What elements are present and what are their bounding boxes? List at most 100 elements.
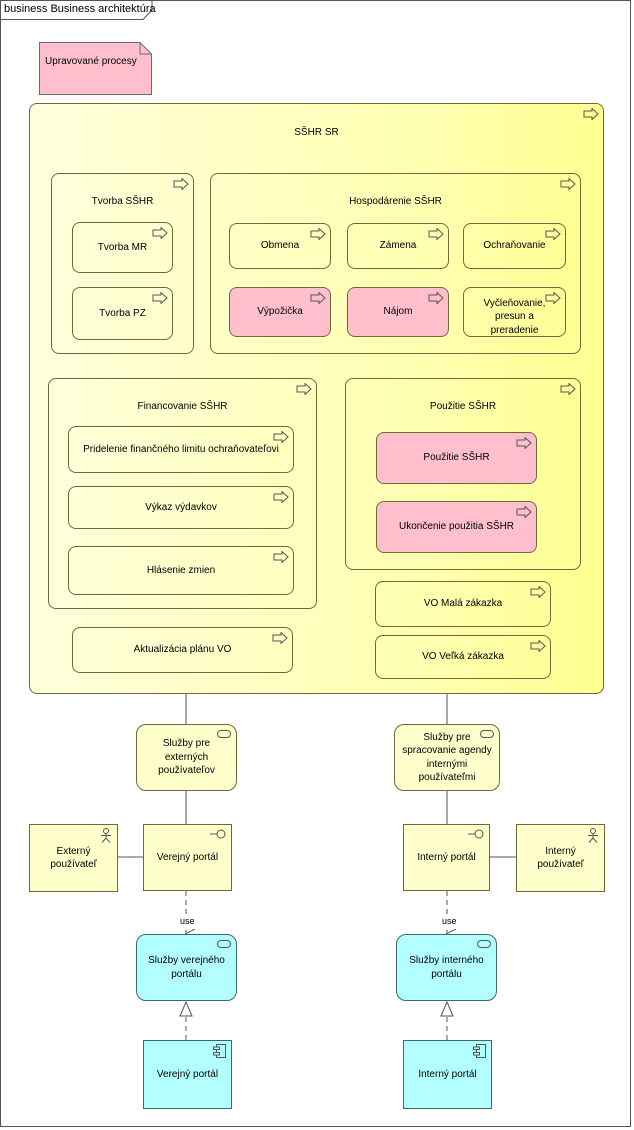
process-icon — [152, 227, 168, 239]
group-pouzitie-sshr[interactable]: Použitie SŠHR — [345, 378, 581, 570]
interface-icon — [468, 829, 484, 839]
process-obmena-label: Obmena — [260, 240, 300, 252]
process-pouzitie-label: Použitie SŠHR — [423, 452, 490, 464]
process-icon — [516, 506, 532, 518]
process-hlasenie-label: Hlásenie zmien — [146, 564, 216, 576]
process-aktualizacia-label: Aktualizácia plánu VO — [133, 644, 232, 656]
service-sluzby-externych[interactable]: Služby pre externých používateľov — [136, 724, 237, 791]
use-label-right: use — [442, 916, 457, 926]
component-icon — [473, 1044, 486, 1058]
component-icon — [213, 1044, 226, 1058]
process-ochranovanie[interactable]: Ochraňovanie — [463, 223, 566, 269]
use-label-left: use — [180, 916, 195, 926]
group-financovanie-title: Financovanie SŠHR — [137, 401, 228, 412]
interface-interny-portal[interactable]: Interný portál — [403, 824, 490, 891]
process-vyclenovanie-label: Vyčleňovanie, presun a preradenie — [483, 297, 546, 336]
process-vo-mala-zakazka[interactable]: VO Malá zákazka — [375, 581, 551, 627]
diagram-tab-label: business Business architektúra — [4, 3, 156, 15]
process-icon — [310, 228, 326, 240]
service-sluzby-internych-label: Služby pre spracovanie agendy internými … — [402, 731, 492, 784]
component-verejny-label: Verejný portál — [156, 1068, 219, 1080]
process-icon — [273, 551, 289, 563]
process-icon — [428, 292, 444, 304]
process-ochranovanie-label: Ochraňovanie — [483, 240, 546, 252]
process-pridelenie-label: Pridelenie finančného limitu ochraňovate… — [83, 443, 279, 455]
process-vykaz-vydavkov[interactable]: Výkaz výdavkov — [68, 486, 294, 529]
process-najom-label: Nájom — [383, 306, 413, 318]
service-interneho-label: Služby interného portálu — [409, 955, 484, 980]
process-vykaz-label: Výkaz výdavkov — [145, 501, 217, 513]
component-verejny-portal[interactable]: Verejný portál — [143, 1040, 232, 1109]
process-icon — [296, 383, 312, 395]
process-icon — [530, 640, 546, 652]
actor-interny-label: Interný používateľ — [537, 845, 584, 871]
service-sluzby-externych-label: Služby pre externých používateľov — [158, 738, 215, 777]
service-verejneho-label: Služby verejného portálu — [148, 955, 225, 980]
actor-externy-label: Externý používateľ — [50, 845, 97, 871]
process-icon — [560, 178, 576, 190]
actor-externy-pouzivatel[interactable]: Externý používateľ — [29, 824, 118, 892]
process-najom[interactable]: Nájom — [347, 287, 449, 337]
process-icon — [152, 292, 168, 304]
service-icon — [217, 940, 231, 948]
interface-verejny-label: Verejný portál — [156, 851, 219, 863]
process-icon — [545, 292, 561, 304]
process-icon — [272, 632, 288, 644]
process-icon — [516, 437, 532, 449]
process-icon — [560, 383, 576, 395]
process-vycleňovanie[interactable]: Vyčleňovanie, presun a preradenie — [463, 287, 566, 337]
group-financovanie-sshr[interactable]: Financovanie SŠHR — [48, 378, 317, 609]
actor-interny-pouzivatel[interactable]: Interný používateľ — [516, 824, 605, 892]
service-sluzby-internych[interactable]: Služby pre spracovanie agendy internými … — [394, 724, 500, 791]
process-icon — [173, 178, 189, 190]
interface-interny-label: Interný portál — [417, 851, 476, 863]
component-interny-portal[interactable]: Interný portál — [403, 1040, 492, 1109]
process-icon — [545, 228, 561, 240]
process-tvorba-pz[interactable]: Tvorba PZ — [72, 287, 173, 340]
process-zamena[interactable]: Zámena — [347, 223, 449, 269]
interface-icon — [210, 829, 226, 839]
service-icon — [480, 730, 494, 738]
note-text: Upravované procesy — [45, 56, 137, 67]
process-vypozicka-label: Výpožička — [257, 306, 303, 318]
process-icon — [273, 491, 289, 503]
group-tvorba-sshr[interactable]: Tvorba SŠHR — [51, 173, 194, 354]
process-aktualizacia-planu-vo[interactable]: Aktualizácia plánu VO — [72, 627, 293, 673]
process-vo-velka-zakazka[interactable]: VO Veľká zákazka — [375, 635, 551, 679]
actor-icon — [588, 828, 598, 843]
process-hlasenie-zmien[interactable]: Hlásenie zmien — [68, 546, 294, 595]
group-tvorba-title: Tvorba SŠHR — [91, 196, 154, 207]
group-sshr-sr-title: SŠHR SR — [294, 127, 339, 138]
process-ukoncenie-label: Ukončenie použitia SŠHR — [398, 521, 515, 533]
note-shape — [39, 42, 152, 95]
service-sluzby-verejneho-portalu[interactable]: Služby verejného portálu — [136, 934, 237, 1001]
service-icon — [477, 940, 491, 948]
process-pouzitie[interactable]: Použitie SŠHR — [376, 432, 537, 484]
interface-verejny-portal[interactable]: Verejný portál — [143, 824, 232, 891]
process-zamena-label: Zámena — [379, 240, 417, 252]
process-icon — [428, 228, 444, 240]
process-obmena[interactable]: Obmena — [229, 223, 331, 269]
group-hospodarenie-sshr[interactable]: Hospodárenie SŠHR — [210, 173, 581, 354]
process-pridelenie[interactable]: Pridelenie finančného limitu ochraňovate… — [68, 426, 294, 473]
process-tvorba-pz-label: Tvorba PZ — [99, 307, 146, 319]
process-tvorba-mr[interactable]: Tvorba MR — [72, 222, 173, 273]
process-icon — [310, 292, 326, 304]
service-sluzby-interneho-portalu[interactable]: Služby interného portálu — [396, 934, 497, 1001]
group-hospodarenie-title: Hospodárenie SŠHR — [349, 196, 442, 207]
process-vo-velka-label: VO Veľká zákazka — [422, 651, 504, 663]
process-tvorba-mr-label: Tvorba MR — [97, 241, 148, 253]
process-icon — [530, 586, 546, 598]
component-interny-label: Interný portál — [418, 1068, 477, 1080]
process-icon — [583, 108, 599, 120]
actor-icon — [101, 828, 111, 843]
process-icon — [273, 431, 289, 443]
process-vypozicka[interactable]: Výpožička — [229, 287, 331, 337]
note-upravovane-procesy[interactable]: Upravované procesy — [39, 42, 152, 95]
diagram-tab — [0, 0, 153, 20]
process-ukoncenie-pouzitia[interactable]: Ukončenie použitia SŠHR — [376, 501, 537, 553]
process-vo-mala-label: VO Malá zákazka — [423, 598, 503, 610]
service-icon — [217, 730, 231, 738]
